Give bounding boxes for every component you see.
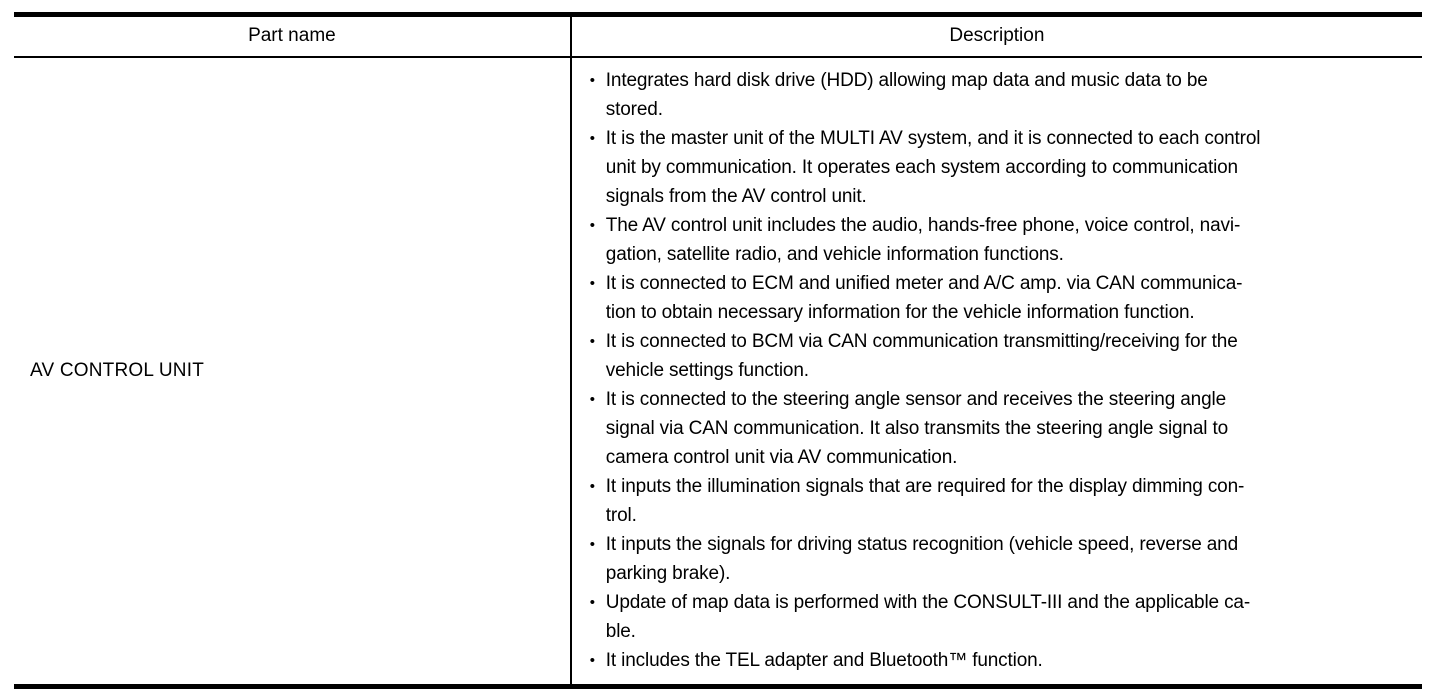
parts-description-table: Part name Description AV CONTROL UNIT • …: [14, 12, 1422, 689]
bullet-icon: •: [589, 333, 596, 350]
bullet-icon: •: [589, 217, 596, 234]
bullet-icon: •: [589, 275, 596, 292]
bullet-icon: •: [589, 72, 596, 89]
bullet-icon: •: [589, 391, 596, 408]
description-bullet-item: • It is connected to the steering angle …: [590, 385, 1410, 472]
part-name-cell: AV CONTROL UNIT: [14, 57, 571, 687]
part-name-text: AV CONTROL UNIT: [30, 360, 205, 381]
description-bullet-item: • It is connected to BCM via CAN communi…: [590, 327, 1410, 385]
description-bullet-list: • Integrates hard disk drive (HDD) allow…: [590, 66, 1410, 675]
bullet-text: Integrates hard disk drive (HDD) allowin…: [605, 70, 1208, 120]
bullet-text: Update of map data is performed with the…: [605, 592, 1251, 642]
description-bullet-item: • It inputs the signals for driving stat…: [590, 530, 1410, 588]
bullet-text: It is connected to the steering angle se…: [605, 389, 1229, 468]
bullet-icon: •: [589, 536, 596, 553]
bullet-icon: •: [589, 594, 596, 611]
column-header-description: Description: [569, 14, 1422, 58]
bullet-icon: •: [589, 478, 596, 495]
bullet-text: The AV control unit includes the audio, …: [605, 215, 1241, 265]
bullet-icon: •: [589, 130, 596, 147]
description-bullet-item: • The AV control unit includes the audio…: [590, 211, 1410, 269]
bullet-text: It is connected to ECM and unified meter…: [605, 273, 1243, 323]
bullet-text: It is connected to BCM via CAN communica…: [605, 331, 1238, 381]
description-bullet-item: • Update of map data is performed with t…: [590, 588, 1410, 646]
bullet-text: It is the master unit of the MULTI AV sy…: [605, 128, 1261, 207]
description-bullet-item: • It is connected to ECM and unified met…: [590, 269, 1410, 327]
description-bullet-item: • It inputs the illumination signals tha…: [590, 472, 1410, 530]
bullet-text: It inputs the signals for driving status…: [605, 534, 1239, 584]
bullet-text: It includes the TEL adapter and Bluetoot…: [605, 650, 1043, 671]
description-bullet-item: • It is the master unit of the MULTI AV …: [590, 124, 1410, 211]
table-header-row: Part name Description: [14, 14, 1422, 58]
description-bullet-item: • It includes the TEL adapter and Blueto…: [590, 646, 1410, 675]
column-header-part-name: Part name: [14, 14, 571, 58]
description-bullet-item: • Integrates hard disk drive (HDD) allow…: [590, 66, 1410, 124]
description-cell: • Integrates hard disk drive (HDD) allow…: [569, 57, 1422, 687]
table-row: AV CONTROL UNIT • Integrates hard disk d…: [14, 57, 1422, 687]
bullet-icon: •: [589, 652, 596, 669]
bullet-text: It inputs the illumination signals that …: [605, 476, 1245, 526]
